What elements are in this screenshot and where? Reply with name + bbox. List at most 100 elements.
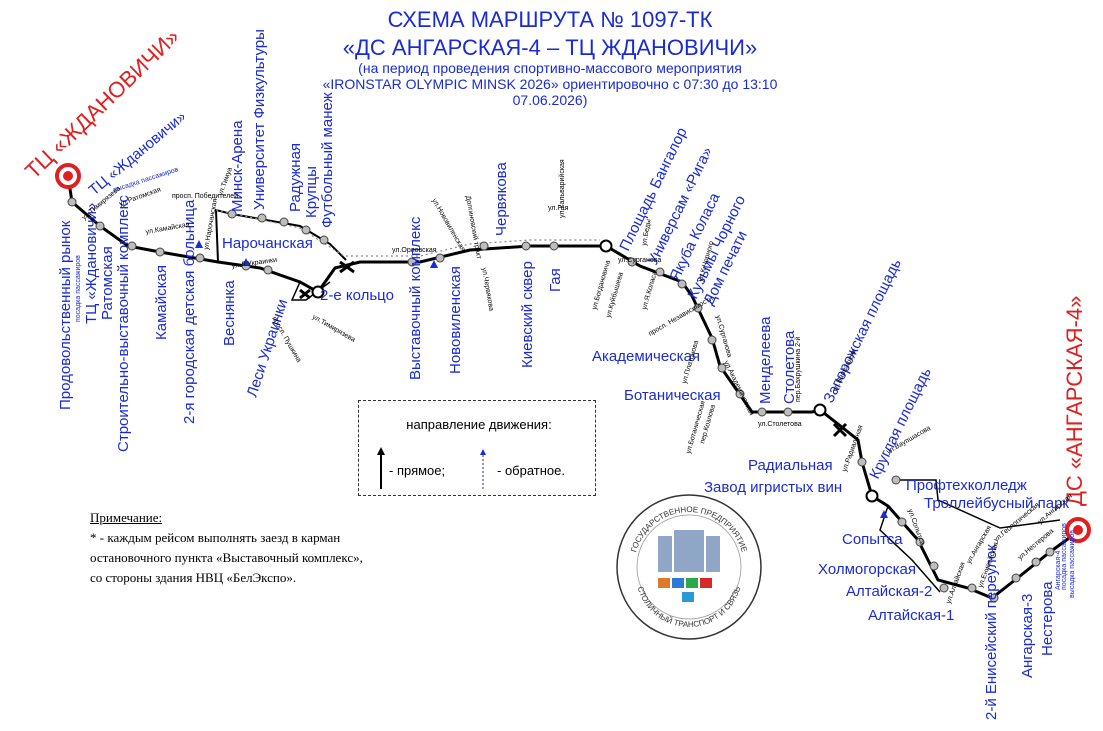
ring-stop-zaporozhskaya[interactable] (813, 403, 827, 417)
terminal-east-label: ДС «АНГАРСКАЯ-4» (1062, 296, 1087, 506)
terminal-west-label: ТЦ «ЖДАНОВИЧИ» (20, 24, 184, 184)
stop-label: Менделеева (757, 316, 774, 404)
stop-label: 2-е кольцо (320, 287, 394, 304)
stop-label: Леси Украинки (244, 297, 292, 399)
stop-sub-label: посадка пассажиров (75, 255, 82, 322)
street-label: просп. Победителей (172, 192, 238, 200)
stop-label: Нестерова (1039, 581, 1056, 656)
stop-label: Университет Физкультуры (251, 29, 268, 210)
stop-label: Троллейбусный парк (924, 495, 1069, 512)
logo-seal: ГОСУДАРСТВЕННОЕ ПРЕДПРИЯТИЕ СТОЛИЧНЫЙ ТР… (616, 494, 762, 640)
stop-sub-label: посадка пассажиров (1061, 523, 1068, 590)
stop-dot[interactable] (95, 221, 105, 231)
stop-dot[interactable] (757, 407, 767, 417)
title-line-3: (на период проведения спортивно-массовог… (358, 60, 742, 76)
stop-labels: ТЦ «Ждановичи» Продовольственный рынок Т… (57, 29, 1069, 720)
stop-label: Алтайская-2 (846, 583, 932, 600)
stop-label: Завод игристых вин (704, 479, 842, 496)
stop-dot[interactable] (939, 583, 949, 593)
stop-label: Алтайская-1 (868, 607, 954, 624)
stop-label: Червякова (493, 162, 510, 236)
stop-dot[interactable] (677, 279, 687, 289)
stop-dot[interactable] (655, 267, 665, 277)
stop-dot[interactable] (279, 217, 289, 227)
reverse-line-east (900, 479, 1061, 529)
legend-backward: - обратное. (497, 463, 565, 478)
stop-dot[interactable] (319, 235, 329, 245)
stop-dot[interactable] (627, 257, 637, 267)
stop-dot[interactable] (435, 253, 445, 263)
stop-dot[interactable] (195, 253, 205, 263)
stop-dot[interactable] (127, 241, 137, 251)
stop-label: Нововиленская (447, 266, 464, 374)
stop-label: Ангарская-3 (1019, 594, 1036, 678)
stop-dot[interactable] (407, 257, 417, 267)
stop-dot[interactable] (717, 363, 727, 373)
stop-dot[interactable] (967, 583, 977, 593)
stop-dot[interactable] (479, 241, 489, 251)
stop-label: 2-й Енисейский переулок (983, 544, 1000, 720)
title-line-4: «IRONSTAR OLYMPIC MINSK 2026» ориентиров… (322, 76, 778, 92)
stop-label: Холмогорская (818, 561, 916, 578)
stop-label: 2-я городская детская больница (181, 199, 198, 424)
stop-dot[interactable] (897, 517, 907, 527)
stop-label: Столетова (781, 330, 798, 404)
stop-label: Запорожская площадь (820, 256, 905, 406)
stop-dot[interactable] (301, 225, 311, 235)
legend-forward: - прямое; (389, 463, 446, 478)
stop-label: Профтехколледж (906, 477, 1027, 494)
ring-stop-kruglaya[interactable] (865, 489, 879, 503)
stop-dot[interactable] (929, 561, 939, 571)
stop-dot[interactable] (857, 457, 867, 467)
stop-dot[interactable] (1031, 557, 1041, 567)
stop-label: Академическая (592, 348, 700, 365)
stop-dot[interactable] (155, 247, 165, 257)
title-line-5: 07.06.2026) (512, 92, 588, 108)
note: Примечание: * - каждым рейсом выполнять … (90, 508, 450, 588)
stop-dot[interactable] (989, 593, 999, 603)
street-label: ул.Сурганова (618, 257, 661, 264)
stop-dot[interactable] (891, 475, 901, 485)
stop-label: ТЦ «Ждановичи» (83, 203, 100, 324)
stop-dot[interactable] (1011, 573, 1021, 583)
stop-dot[interactable] (257, 213, 267, 223)
backward-arrow-icon (480, 449, 486, 489)
forward-arrow-icon (377, 447, 385, 489)
reverse-direction-dots (215, 209, 600, 257)
stop-dot[interactable] (783, 407, 793, 417)
street-label: просп. Независимости (648, 295, 715, 338)
stop-dot[interactable] (263, 265, 273, 275)
stop-dot[interactable] (915, 537, 925, 547)
stop-label: Камайская (153, 265, 170, 340)
stop-dot[interactable] (521, 241, 531, 251)
stop-label: Круглая площадь (866, 365, 935, 482)
stop-label-small: Ангарская-4 (1055, 551, 1062, 590)
note-line: остановочного пункта «Выставочный компле… (90, 550, 363, 565)
stop-dot[interactable] (227, 209, 237, 219)
stop-label: Минск-Арена (229, 120, 246, 212)
street-label: ул.Гая (548, 205, 569, 212)
stop-label: Гая (547, 268, 564, 292)
stop-label: Крупцы (303, 166, 320, 218)
title-line-1: СХЕМА МАРШРУТА № 1097-ТК (387, 7, 713, 32)
stop-label: Нарочанская (222, 235, 313, 252)
stop-dot[interactable] (1045, 547, 1055, 557)
street-label: ул.Куйбышева (604, 271, 625, 318)
stop-dot[interactable] (693, 303, 703, 313)
legend-title: направление движения: (406, 417, 552, 432)
stop-dot[interactable] (67, 197, 77, 207)
stop-label: Сопытса (842, 531, 903, 548)
terminal-west-core (63, 171, 73, 181)
note-title: Примечание: (90, 510, 163, 525)
ring-stop-2e-kolco[interactable] (311, 285, 325, 299)
stop-label: Строительно-выставочный комплекс (115, 195, 132, 452)
stop-label: Продовольственный рынок (57, 220, 74, 410)
stop-dot[interactable] (707, 335, 717, 345)
terminal-east-core (1073, 525, 1083, 535)
stop-dot[interactable] (735, 389, 745, 399)
ring-stop-bangalor[interactable] (599, 239, 613, 253)
stop-dot[interactable] (549, 241, 559, 251)
street-label: пер.Бахрушкина 2-й (794, 337, 802, 402)
stop-label: Веснянка (221, 280, 238, 346)
legend: направление движения: - прямое; - обратн… (358, 400, 596, 496)
